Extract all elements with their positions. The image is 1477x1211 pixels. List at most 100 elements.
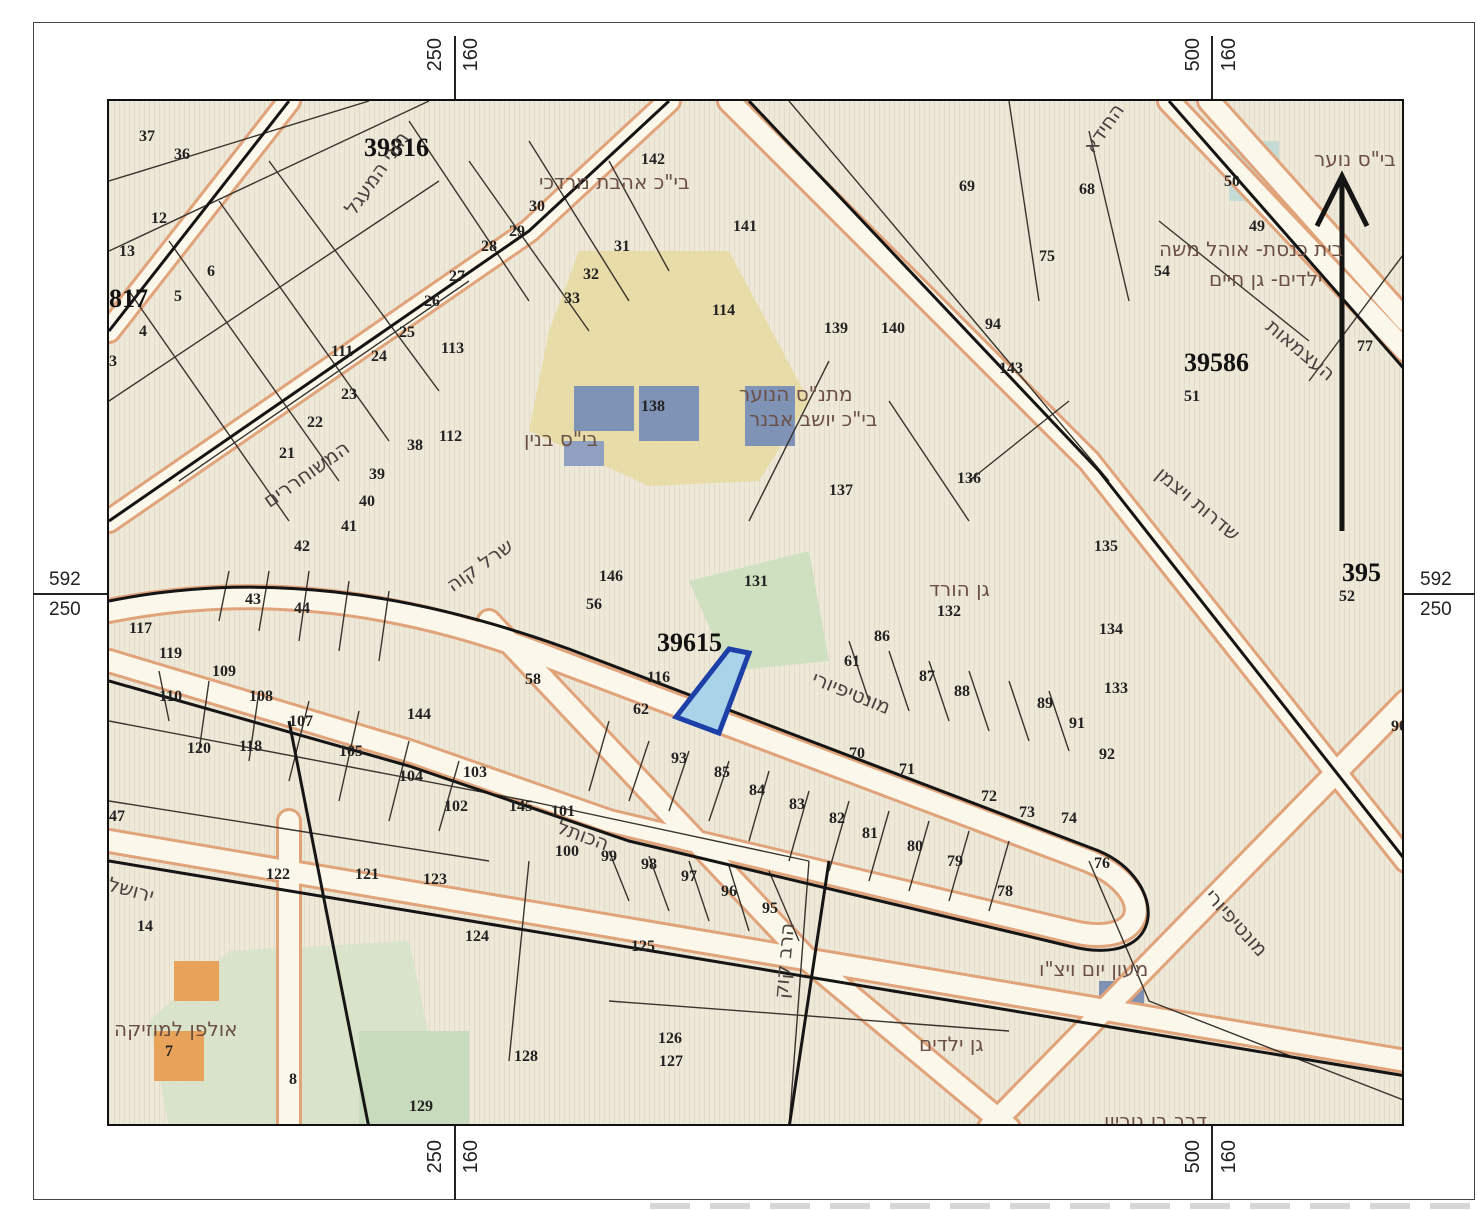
parcel-number: 49 [1249,218,1265,235]
grid-line-left [33,593,107,595]
parcel-number: 22 [307,414,323,431]
parcel-number: 126 [658,1030,682,1047]
parcel-number: 79 [947,853,963,870]
parcel-number: 145 [509,798,533,815]
parcel-number: 36 [174,146,190,163]
parcel-number: 100 [555,843,579,860]
parcel-number: 31 [614,238,630,255]
parcel-number: 40 [359,493,375,510]
parcel-number: 73 [1019,804,1035,821]
grid-label-right-250: 250 [1420,599,1452,620]
parcel-number: 123 [423,871,447,888]
parcel-number: 62 [633,701,649,718]
parcel-number: 111 [331,343,353,360]
grid-label-bottom-500: 500 [1182,1140,1204,1174]
map-canvas[interactable]: 39816 39586 39615 817 395 חוני המעגל המש… [109,101,1404,1126]
parcel-number: 81 [862,825,878,842]
parcel-number: 44 [294,600,310,617]
parcel-number: 102 [444,798,468,815]
grid-label-top-250: 250 [424,38,446,72]
parcel-number: 95 [762,900,778,917]
parcel-number: 21 [279,445,295,462]
park-area [689,551,829,671]
parcel-number: 96 [721,883,737,900]
grid-line-top-left [454,36,456,99]
parcel-number: 143 [999,360,1023,377]
grid-label-top-500: 500 [1182,38,1204,72]
place-label-bengurion: דרך בן גוריון [1104,1109,1207,1126]
place-label-ahavat: בי"כ אהבת מרדכי [539,170,690,194]
parcel-number: 122 [266,866,290,883]
parcel-number: 51 [1184,388,1200,405]
parcel-number: 92 [1099,746,1115,763]
parcel-number: 105 [339,743,363,760]
parcel-number: 3 [109,353,117,370]
parcel-number: 85 [714,764,730,781]
parcel-number: 12 [151,210,167,227]
parcel-number: 99 [601,848,617,865]
parcel-number: 25 [399,324,415,341]
parcel-number: 43 [245,591,261,608]
place-label-binyan: בי"ס בנין [524,427,598,451]
parcel-number: 90 [1391,718,1404,735]
building-ulpan-a [174,961,219,1001]
parcel-lines [109,101,1402,1124]
parcel-number: 101 [551,803,575,820]
road-boundaries [109,101,1402,1124]
parcel-number: 54 [1154,263,1170,280]
grid-line-bottom-right [1211,1126,1213,1200]
building-school-c [745,386,795,446]
parcel-number: 137 [829,482,853,499]
parcel-number: 138 [641,398,665,415]
parcel-number: 32 [583,266,599,283]
parcel-number: 83 [789,796,805,813]
grid-line-bottom-left [454,1126,456,1200]
parcel-number: 58 [525,671,541,688]
grid-label-left-592: 592 [49,569,81,590]
parcel-number: 107 [289,713,313,730]
parcel-number: 84 [749,782,765,799]
place-label-havered: גן הורד [929,577,990,601]
parcel-number: 4 [139,323,147,340]
parcel-number: 78 [997,883,1013,900]
place-label-maon: מעון יום ויצ"ו [1039,957,1148,981]
parcel-number: 93 [671,750,687,767]
parcel-number: 38 [407,437,423,454]
place-label-noar: בי"ס נוער [1314,147,1396,171]
highlighted-parcel[interactable] [671,646,753,737]
parcel-number: 110 [159,688,182,705]
parcel-number: 37 [139,128,155,145]
block-label-39615: 39615 [657,628,722,657]
parcel-number: 26 [424,293,440,310]
grid-line-right [1404,593,1475,595]
parcel-number: 108 [249,688,273,705]
parcel-number: 60 [109,101,125,105]
parcel-number: 33 [564,290,580,307]
parcel-number: 128 [514,1048,538,1065]
cadastral-map[interactable]: 39816 39586 39615 817 395 חוני המעגל המש… [107,99,1404,1126]
place-label-yoshev: בי"כ יושב אבנר [749,407,877,431]
parcel-number: 70 [849,745,865,762]
parcel-number: 129 [409,1098,433,1115]
parcel-number: 133 [1104,680,1128,697]
parcel-number: 89 [1037,695,1053,712]
parcel-number: 30 [529,198,545,215]
parcel-number: 68 [1079,181,1095,198]
parcel-number: 139 [824,320,848,337]
parcel-number: 6 [207,263,215,280]
block-label-817: 817 [109,284,148,313]
page-footer-strip [650,1203,1470,1209]
parcel-number: 97 [681,868,697,885]
parcel-number: 144 [407,706,431,723]
block-label-39816: 39816 [364,133,429,162]
grid-label-top-160b: 160 [1218,38,1240,72]
parcel-number: 146 [599,568,623,585]
parcel-number: 112 [439,428,462,445]
parcel-number: 23 [341,386,357,403]
park-area-bottom [359,1031,469,1124]
parcel-number: 72 [981,788,997,805]
parcel-number: 117 [129,620,152,637]
parcel-number: 88 [954,683,970,700]
building-ulpan-b [154,1031,204,1081]
